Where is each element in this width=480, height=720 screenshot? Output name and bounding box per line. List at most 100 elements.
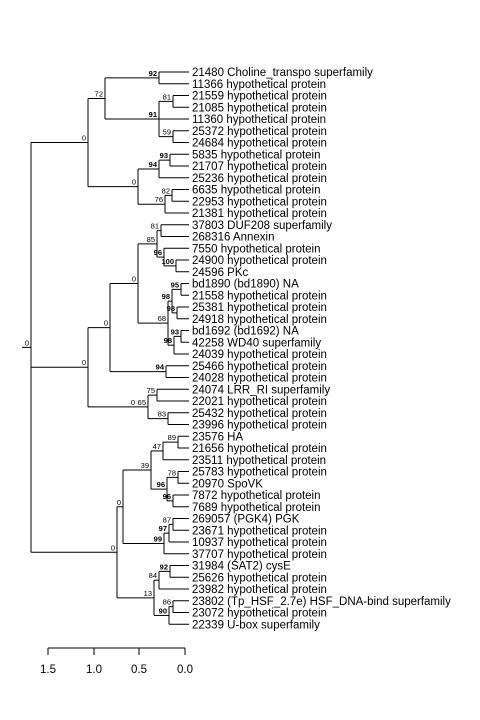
support-value: 83 [158,410,166,419]
leaf-label: 11360 hypothetical protein [192,114,326,126]
leaf-label: 25381 hypothetical protein [192,302,327,314]
support-value: 59 [163,128,171,137]
support-value: 98 [162,292,170,301]
leaf-label: 24900 hypothetical protein [192,255,327,267]
support-value: 94 [156,363,165,372]
support-value: 72 [95,89,103,98]
leaf-label: 23671 hypothetical protein [192,525,327,537]
support-value: 65 [138,398,146,407]
leaf-label: 7550 hypothetical protein [192,243,321,255]
support-value: 91 [149,110,157,119]
support-value: 47 [153,442,161,451]
support-value: 84 [149,571,157,580]
leaf-label: bd1890 (bd1890) NA [192,279,299,291]
support-value: 0 [111,543,115,552]
support-value: 0 [25,338,29,347]
support-value: 0 [82,358,86,367]
support-value: 96 [157,480,165,489]
support-values: 9281599172939482760081100968595989893986… [25,69,179,616]
leaf-label: 23511 hypothetical protein [192,455,326,467]
leaf-label: 268316 Annexin [192,232,275,244]
support-value: 0 [131,398,135,407]
leaf-label: 24028 hypothetical protein [192,373,327,385]
tree-branches [22,71,189,625]
scale-axis: 1.5 1.0 0.5 0.0 [40,647,193,676]
support-value: 100 [161,257,174,266]
support-value: 97 [159,524,167,533]
support-value: 85 [147,235,155,244]
leaf-label: bd1692 (bd1692) NA [192,326,299,338]
leaf-label: 25432 hypothetical protein [192,408,327,420]
support-value: 39 [141,461,149,470]
leaf-label: 7689 hypothetical protein [192,502,321,514]
leaf-label: 20970 SpoVK [192,478,263,490]
leaf-label: 24684 hypothetical protein [192,138,327,150]
support-value: 92 [149,69,157,78]
leaf-label: 25372 hypothetical protein [192,126,327,138]
leaf-label: 10937 hypothetical protein [192,537,327,549]
leaf-label: 5835 hypothetical protein [192,149,321,161]
leaf-label: 23072 hypothetical protein [192,608,327,620]
support-value: 86 [163,598,171,607]
leaf-label: 23996 hypothetical protein [192,420,327,432]
leaf-label: 21381 hypothetical protein [192,208,327,220]
leaf-label: 7872 hypothetical protein [192,490,321,502]
support-value: 0 [132,178,136,187]
leaf-label: 25626 hypothetical protein [192,572,327,584]
leaf-label: 6635 hypothetical protein [192,185,321,197]
leaf-label: 23576 HA [192,431,243,443]
scale-tick-label: 0.0 [177,664,193,676]
support-value: 96 [154,248,162,257]
scale-tick-label: 1.0 [86,664,102,676]
leaf-label: 24074 LRR_RI superfamily [192,384,330,396]
scale-tick-label: 0.5 [131,664,147,676]
support-value: 68 [158,314,166,323]
leaf-label: 22339 U-box superfamily [192,619,320,631]
leaf-label: 23982 hypothetical protein [192,584,327,596]
scale-tick-label: 1.5 [40,664,56,676]
support-value: 90 [159,606,167,615]
support-value: 98 [167,304,175,313]
support-value: 75 [147,386,155,395]
support-value: 81 [151,222,159,231]
leaf-label: 21656 hypothetical protein [192,443,327,455]
support-value: 92 [160,562,168,571]
leaf-label: 22021 hypothetical protein [192,396,327,408]
support-value: 0 [117,498,121,507]
leaf-label: 25466 hypothetical protein [192,361,327,373]
support-value: 13 [144,589,152,598]
support-value: 78 [168,468,176,477]
support-value: 76 [155,195,163,204]
support-value: 0 [104,319,108,328]
leaf-label: 21707 hypothetical protein [192,161,327,173]
leaf-label: 11366 hypothetical protein [192,79,326,91]
support-value: 96 [163,492,171,501]
leaf-label: 269057 (PGK4) PGK [192,514,300,526]
leaf-label: 24039 hypothetical protein [192,349,327,361]
leaf-label: 37707 hypothetical protein [192,549,327,561]
support-value: 93 [160,151,168,160]
support-value: 94 [149,160,158,169]
leaf-label: 22953 hypothetical protein [192,196,327,208]
support-value: 81 [163,92,171,101]
support-value: 89 [168,433,176,442]
leaf-label: 21558 hypothetical protein [192,290,327,302]
leaf-label: 24918 hypothetical protein [192,314,327,326]
leaf-label: 42258 WD40 superfamily [192,337,321,349]
leaf-label: 21085 hypothetical protein [192,102,327,114]
leaf-label: 25783 hypothetical protein [192,467,327,479]
support-value: 82 [162,186,170,195]
support-value: 95 [171,280,179,289]
leaf-label: 21559 hypothetical protein [192,91,327,103]
leaf-label: 25236 hypothetical protein [192,173,327,185]
support-value: 0 [132,275,136,284]
leaf-label: 23802 (Tp_HSF_2.7e) HSF_DNA-bind superfa… [192,596,451,608]
support-value: 87 [163,515,171,524]
support-value: 99 [154,534,162,543]
support-value: 0 [82,134,86,143]
leaf-label: 21480 Choline_transpo superfamily [192,67,373,79]
leaf-label: 31984 (SAT2) cysE [192,561,291,573]
leaf-label: 37803 DUF208 superfamily [192,220,332,232]
